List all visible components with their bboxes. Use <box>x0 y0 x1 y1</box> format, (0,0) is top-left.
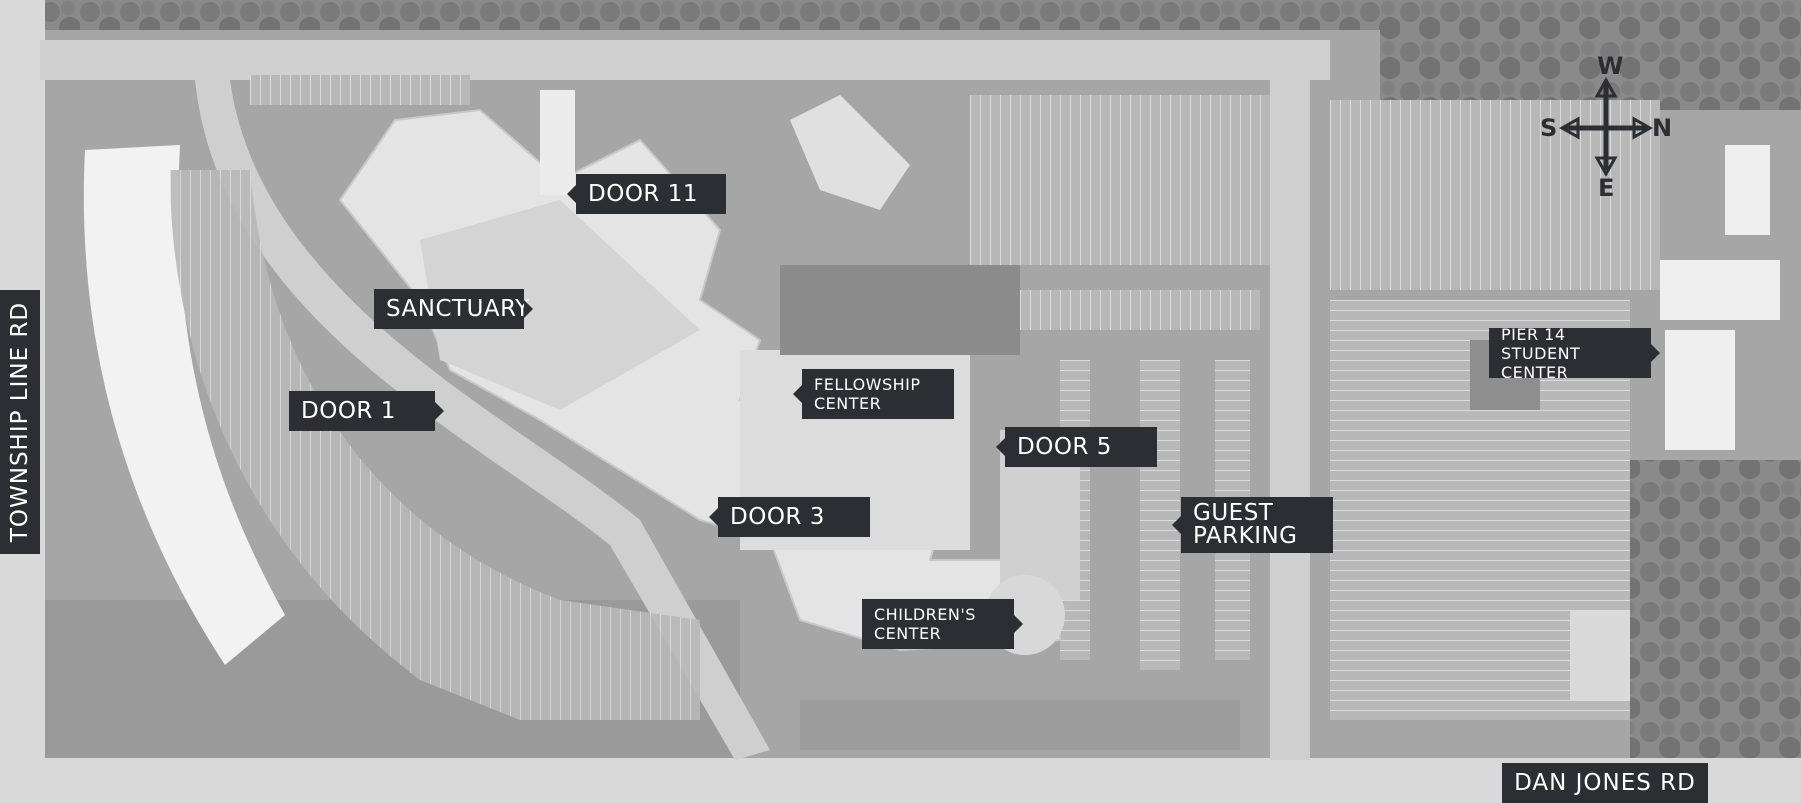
door-5-label: DOOR 5 <box>996 427 1157 467</box>
compass-arrows-icon <box>1558 76 1654 178</box>
compass-rose: W S N E <box>1536 52 1676 202</box>
childrens-center-label: CHILDREN'S CENTER <box>862 599 1023 649</box>
pier-14-student-center-label: PIER 14 STUDENT CENTER <box>1489 325 1660 382</box>
door-11-label: DOOR 11 <box>567 174 726 214</box>
guest-parking-label: GUEST PARKING <box>1172 497 1333 553</box>
dan-jones-rd-sign: DAN JONES RD <box>1502 763 1708 803</box>
compass-north: N <box>1652 114 1673 142</box>
compass-east: E <box>1598 174 1615 202</box>
township-line-rd-text: TOWNSHIP LINE RD <box>7 301 34 543</box>
compass-south: S <box>1540 114 1558 142</box>
sanctuary-label: SANCTUARY <box>374 289 533 329</box>
door-3-label: DOOR 3 <box>709 497 870 537</box>
township-line-rd-sign: TOWNSHIP LINE RD <box>0 290 40 554</box>
door-1-label: DOOR 1 <box>289 391 444 431</box>
compass-west: W <box>1597 52 1624 80</box>
fellowship-center-label: FELLOWSHIP CENTER <box>793 369 954 419</box>
